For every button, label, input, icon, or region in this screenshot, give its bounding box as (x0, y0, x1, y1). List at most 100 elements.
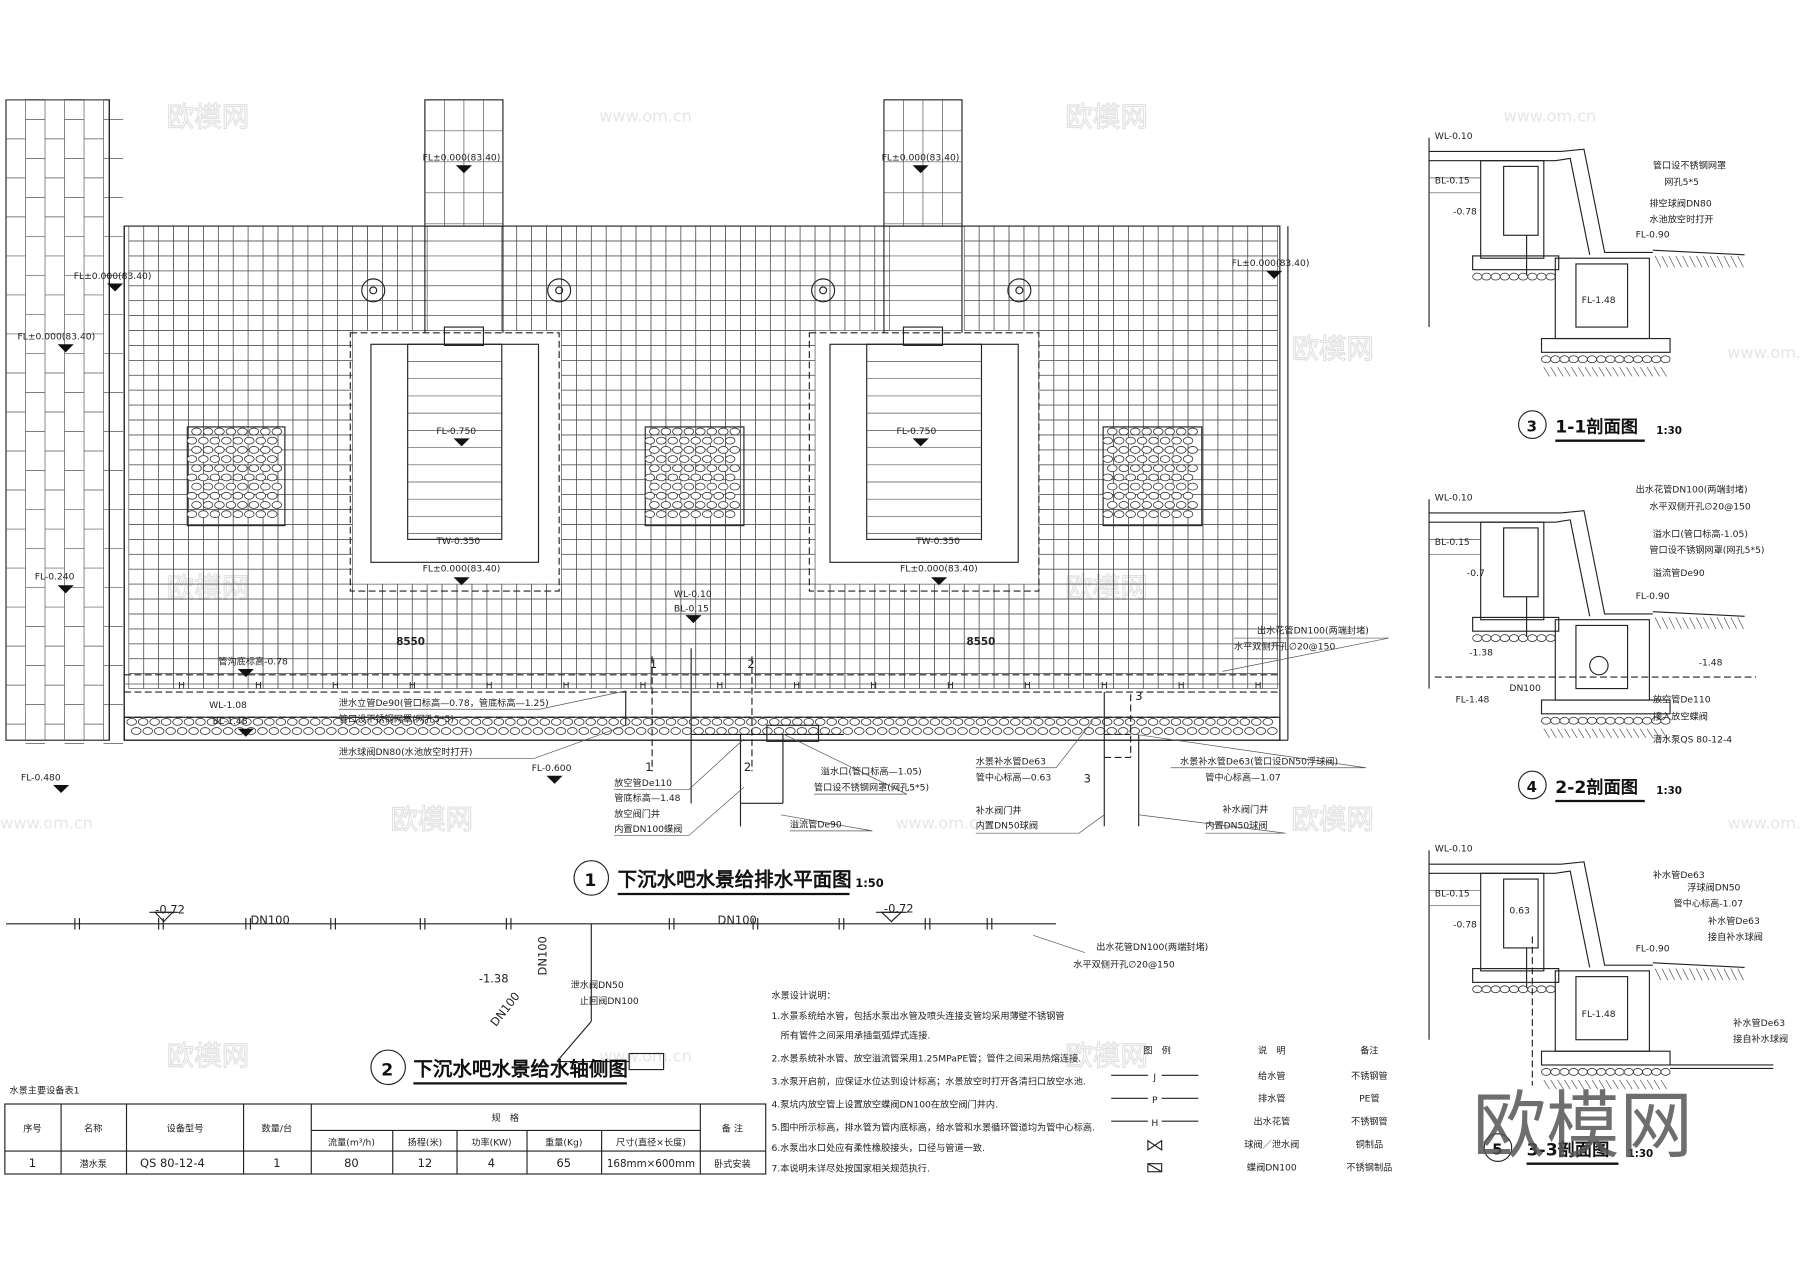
paving-tile (501, 598, 518, 615)
paving-tile (1053, 330, 1070, 346)
paving-tile (963, 673, 980, 689)
legend-row-ball-valve: 球阀／泄水阀 铜制品 (1147, 1139, 1383, 1151)
paving-tile (158, 225, 174, 242)
paving-tile (725, 643, 741, 660)
paving-tile (1157, 628, 1174, 645)
paving-tile (128, 524, 145, 540)
paving-tile (1172, 539, 1189, 555)
paving-tile (367, 658, 383, 674)
paving-tile (844, 240, 861, 257)
paving-tile (576, 643, 592, 660)
paving-tile (441, 658, 458, 674)
paving-tile (1008, 673, 1025, 689)
line (1598, 1079, 1605, 1090)
paving-tile (1128, 613, 1144, 630)
paving-tile (1128, 553, 1144, 570)
paving-tile (993, 240, 1010, 257)
callout-makeup-left: 水景补水管De63 (976, 755, 1046, 767)
pebble (667, 510, 678, 518)
paving-tile (576, 673, 592, 689)
pebble (1187, 501, 1198, 509)
elevation-marker-icon (57, 344, 74, 353)
paving-tile (1083, 389, 1099, 406)
callout: 管口设不锈钢网罩 (1653, 160, 1726, 172)
paving-tile (128, 658, 145, 674)
gravel (1545, 985, 1556, 994)
paving-tile (784, 598, 801, 615)
paving-tile (128, 240, 145, 257)
paving-tile (1232, 539, 1249, 555)
paving-tile (352, 225, 368, 242)
paving-tile (784, 330, 801, 346)
section-2-2: WL-0.10 BL-0.15 -0.7 FL-0.90 -1.48 FL-1.… (1435, 483, 1765, 803)
paving-tile (799, 270, 816, 287)
paving-tile (784, 553, 801, 570)
paving-tile (1098, 255, 1114, 272)
paving-tile (247, 628, 264, 645)
paving-tile (307, 509, 324, 525)
paving-tile (695, 285, 711, 302)
pebble (475, 727, 486, 735)
paving-tile (307, 673, 324, 689)
paving-tile (576, 613, 592, 630)
elevation-markers (53, 165, 1283, 794)
pebble (998, 718, 1010, 726)
paving-tile (680, 270, 697, 287)
paving-tile (322, 285, 339, 302)
paving-tile (352, 658, 368, 674)
paving-tile (1038, 434, 1055, 451)
paving-tile (755, 270, 771, 287)
pebble (232, 436, 244, 445)
paving-tile (1157, 404, 1174, 421)
pebble (895, 718, 906, 726)
paving-tile (322, 330, 339, 346)
paving-tile (1262, 583, 1278, 600)
paving-tile (203, 300, 219, 316)
paving-tile (1187, 225, 1204, 242)
pebble (298, 718, 310, 726)
paving-tile (799, 673, 816, 689)
paving-tile (531, 240, 547, 257)
paving-tile (1113, 240, 1129, 257)
paving-tile (1083, 658, 1099, 674)
gravel (1490, 634, 1501, 642)
line (1557, 728, 1564, 739)
gravel (1536, 272, 1547, 281)
paving-tile (1262, 509, 1278, 525)
paving-tile (665, 389, 682, 406)
pipe-h-mark: H (1178, 681, 1185, 692)
pebble (186, 510, 198, 518)
paving-tile (397, 658, 413, 674)
paving-tile (740, 509, 756, 525)
pebble (344, 718, 355, 726)
paving-tile (1202, 658, 1219, 674)
paving-tile (158, 449, 174, 466)
paving-tile (680, 315, 697, 331)
paving-tile (1142, 345, 1159, 361)
pebble (1021, 718, 1033, 726)
butterfly-valve-icon (1147, 1163, 1163, 1173)
wl-center: WL-0.10 (674, 589, 712, 600)
pebble (683, 501, 695, 509)
pebble (872, 718, 883, 726)
note-4: 4.泵坑内放空管上设置放空蝶阀DN100在放空阀门井内. (771, 1098, 998, 1110)
gravel (1577, 716, 1588, 725)
paving-tile (531, 598, 547, 615)
line (1619, 367, 1626, 377)
pebble (1171, 491, 1182, 500)
paving-tile (158, 300, 174, 316)
paving-tile (1217, 449, 1234, 466)
paving-tile (814, 225, 831, 242)
paving-tile (1098, 330, 1114, 346)
paving-tile (799, 225, 816, 242)
paving-tile (307, 449, 324, 466)
paving-tile (158, 494, 174, 510)
title-1-text: 下沉水吧水景给排水平面图 (618, 868, 852, 891)
pebble (372, 727, 383, 735)
paving-tile (173, 240, 189, 257)
elev-0600: FL-0.600 (532, 763, 572, 774)
paving-tile (784, 345, 801, 361)
paving-tile (1247, 315, 1263, 331)
paving-tile (367, 240, 383, 257)
paving-tile (576, 315, 592, 331)
